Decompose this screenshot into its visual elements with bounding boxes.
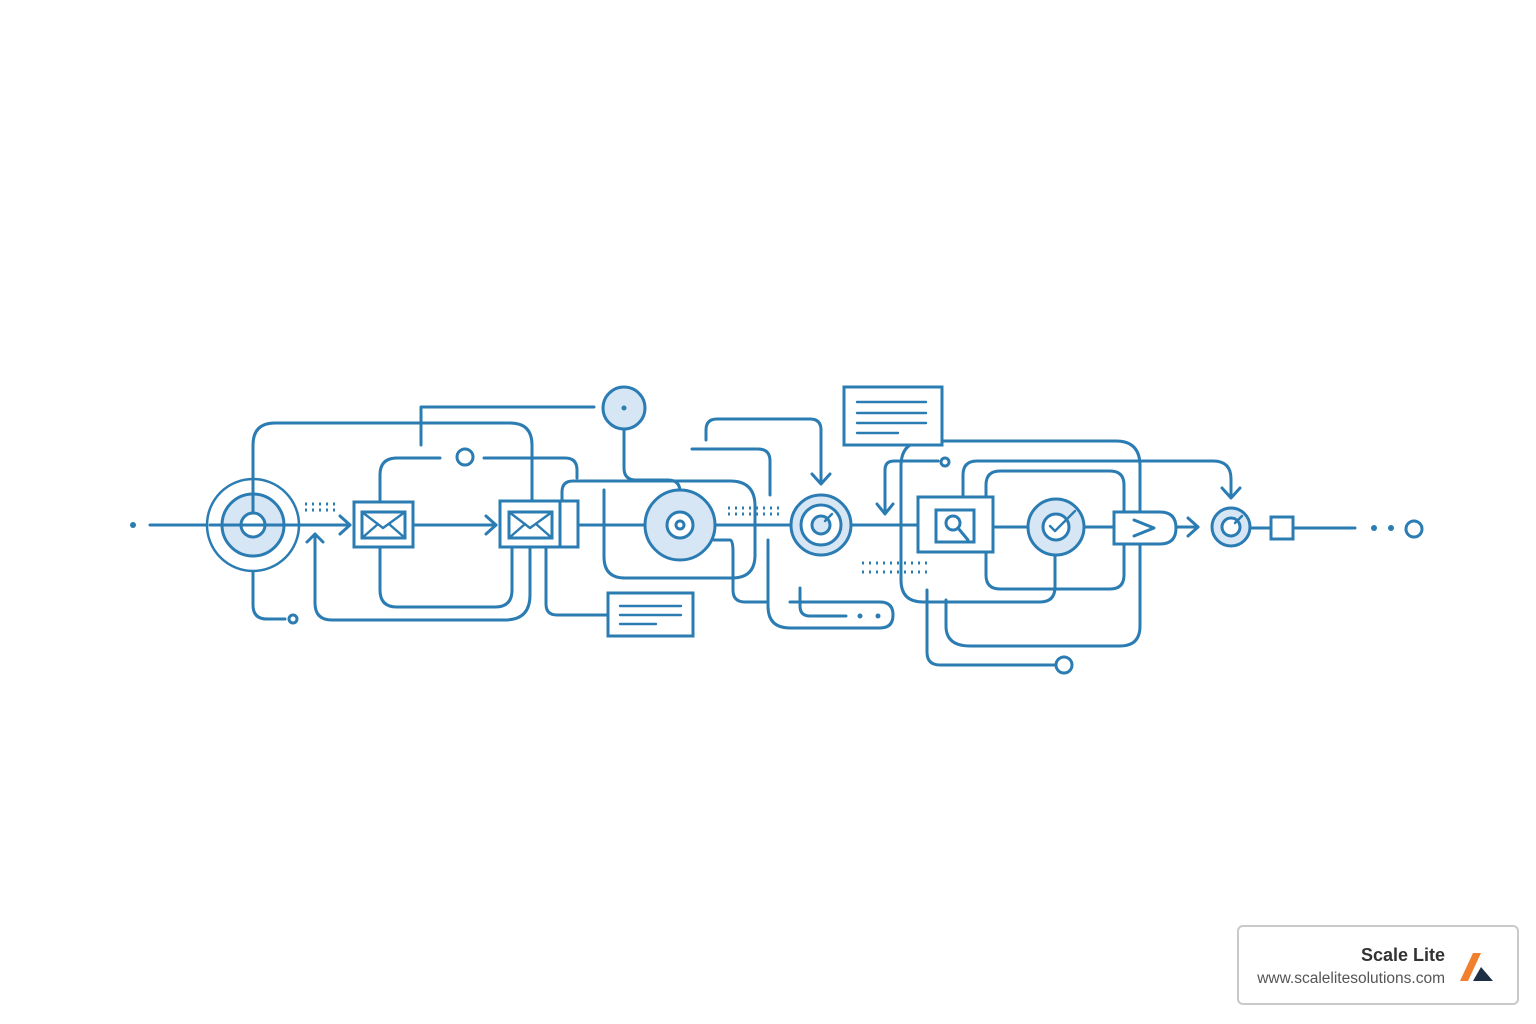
flow-arrows	[338, 514, 1200, 538]
company-name: Scale Lite	[1360, 945, 1445, 965]
document-icon	[606, 591, 695, 638]
end-square-icon	[1269, 515, 1295, 541]
target-icon	[789, 493, 853, 557]
start-target-icon	[205, 476, 302, 573]
document-icon	[842, 385, 944, 447]
scale-lite-logo-icon	[1460, 953, 1493, 981]
envelope-icon	[498, 499, 580, 549]
disc-icon	[643, 488, 717, 562]
connector-loops	[251, 405, 1242, 675]
end-target-icon	[1210, 506, 1252, 548]
dot-grids	[305, 502, 930, 574]
scale-lite-badge[interactable]: Scale Lite www.scalelitesolutions.com	[1237, 925, 1519, 1005]
arrow-gate-icon	[1112, 510, 1178, 546]
checkmark-icon	[1026, 497, 1086, 557]
magnifier-icon	[916, 495, 995, 554]
company-url[interactable]: www.scalelitesolutions.com	[1257, 970, 1445, 987]
envelope-icon	[352, 500, 415, 549]
pin-icon	[601, 385, 647, 431]
